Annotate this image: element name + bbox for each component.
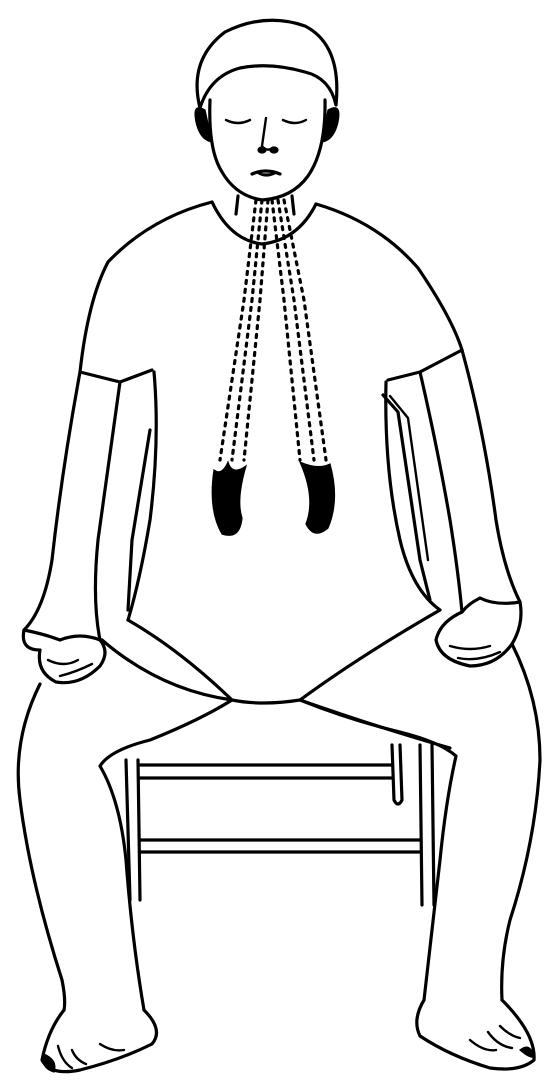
- right-arm-inner: [420, 372, 462, 612]
- hair-outline: [197, 20, 337, 108]
- breath-line-6: [284, 200, 326, 460]
- chair-leg-left-inner: [138, 760, 140, 900]
- right-hand: [436, 598, 521, 666]
- shorts-outline: [128, 610, 440, 703]
- right-foot: [417, 1000, 534, 1069]
- shirt-outline-left: [80, 202, 212, 382]
- right-toe-lines: [470, 1026, 520, 1050]
- right-lung-shape: [300, 462, 335, 533]
- left-thigh-outer: [18, 684, 64, 1010]
- left-arm-outer: [24, 372, 80, 630]
- shirt: [80, 202, 462, 620]
- chair-rung-lower: [140, 840, 420, 852]
- left-toes: [43, 1054, 55, 1072]
- left-arm-inner: [95, 382, 120, 640]
- right-thigh-outer: [502, 644, 540, 1000]
- breath-line-1: [220, 200, 256, 460]
- chair-rung-upper: [140, 765, 392, 778]
- right-hand-fingers: [450, 646, 500, 659]
- shirt-side-right: [386, 382, 440, 610]
- legs: [18, 644, 540, 1072]
- shirt-side-left: [128, 372, 156, 620]
- breath-flow-lines: [212, 200, 334, 535]
- right-arm-outer: [462, 350, 520, 602]
- left-foot: [42, 1010, 157, 1072]
- left-toe-lines: [58, 1044, 124, 1068]
- chair-leg-right-front: [420, 745, 422, 905]
- chair-back-right-post: [383, 395, 430, 600]
- head: [195, 20, 339, 214]
- nose: [262, 118, 274, 150]
- left-lung-shape: [212, 462, 246, 535]
- left-eye-closed: [226, 120, 250, 123]
- left-thigh-inner: [100, 700, 232, 1010]
- breath-line-5: [278, 200, 314, 460]
- left-hand-fingers: [48, 660, 92, 676]
- right-eye-closed: [283, 120, 306, 123]
- shirt-outline-right: [316, 204, 462, 380]
- shorts: [102, 610, 450, 748]
- chair-leg-right-back: [392, 745, 402, 804]
- breath-line-4: [272, 200, 300, 460]
- chair-leg-right-inner: [432, 745, 434, 905]
- arms: [23, 350, 521, 683]
